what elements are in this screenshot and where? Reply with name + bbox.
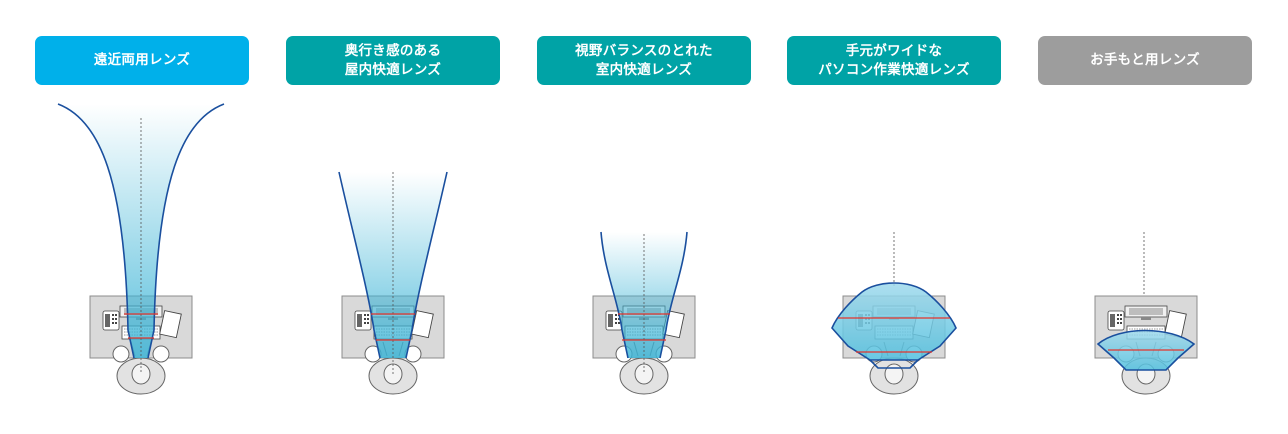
- label-line: 屋内快適レンズ: [344, 61, 442, 78]
- label-depth-indoor: 奥行き感のある 屋内快適レンズ: [286, 36, 500, 85]
- label-balanced-indoor: 視野バランスのとれた 室内快適レンズ: [537, 36, 751, 85]
- label-bifocal: 遠近両用レンズ: [35, 36, 249, 85]
- label-line: パソコン作業快適レンズ: [818, 61, 970, 78]
- scene-depth-indoor: [338, 171, 448, 395]
- field-edge: [869, 359, 919, 369]
- label-line: 室内快適レンズ: [595, 61, 693, 78]
- field-edge: [57, 103, 225, 359]
- scene-near: [1094, 232, 1198, 395]
- scene-bifocal: [57, 103, 225, 395]
- label-wide-pc: 手元がワイドな パソコン作業快適レンズ: [787, 36, 1001, 85]
- scene-wide-pc: [831, 232, 957, 395]
- field-of-view-area: [831, 282, 957, 361]
- label-line: 手元がワイドな: [845, 42, 943, 59]
- field-edge: [600, 231, 688, 359]
- label-near: お手もと用レンズ: [1038, 36, 1252, 85]
- scene-balanced-indoor: [592, 231, 696, 395]
- label-line: 奥行き感のある: [344, 42, 442, 59]
- field-edge: [338, 171, 448, 359]
- label-line: 視野バランスのとれた: [575, 42, 713, 59]
- label-line: お手もと用レンズ: [1090, 52, 1200, 68]
- label-line: 遠近両用レンズ: [93, 52, 191, 68]
